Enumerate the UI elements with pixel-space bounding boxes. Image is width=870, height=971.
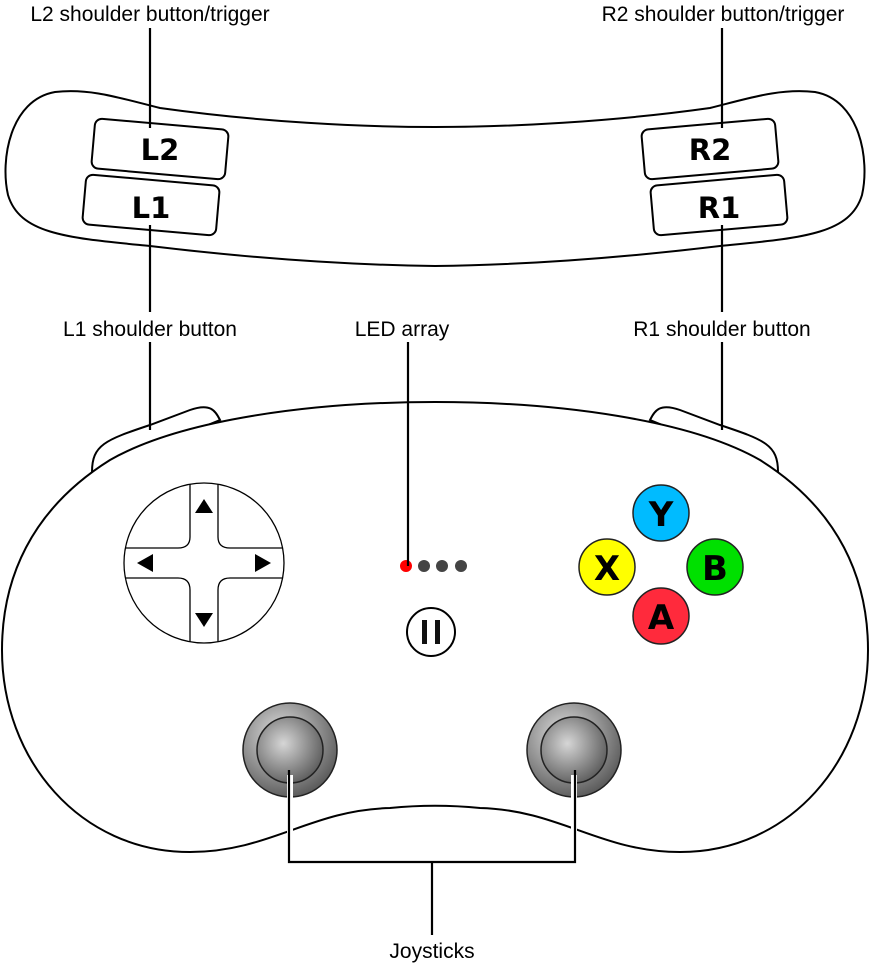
l2-button[interactable]: L2 bbox=[90, 117, 230, 181]
r2-button[interactable]: R2 bbox=[640, 117, 780, 181]
left-joystick[interactable] bbox=[242, 702, 338, 798]
led-3 bbox=[436, 560, 448, 572]
led-2 bbox=[418, 560, 430, 572]
b-label: B bbox=[702, 549, 728, 589]
face-buttons: Y X B A bbox=[578, 484, 744, 645]
a-label: A bbox=[648, 598, 675, 638]
pause-icon bbox=[422, 620, 427, 644]
x-label: X bbox=[594, 549, 620, 589]
led-callout: LED array bbox=[355, 318, 450, 341]
dpad-up-icon[interactable] bbox=[195, 499, 213, 513]
l2-label: L2 bbox=[141, 133, 180, 167]
top-view: L2 L1 R2 R1 bbox=[4, 90, 866, 268]
dpad-ring bbox=[123, 482, 285, 644]
y-label: Y bbox=[648, 495, 674, 535]
dpad-right-icon[interactable] bbox=[255, 554, 271, 572]
r2-label: R2 bbox=[689, 133, 732, 167]
a-button[interactable]: A bbox=[632, 587, 690, 645]
callouts: L2 shoulder button/trigger R2 shoulder b… bbox=[30, 3, 844, 963]
r1-label: R1 bbox=[698, 191, 741, 225]
joysticks-callout: Joysticks bbox=[389, 940, 474, 963]
led-4 bbox=[455, 560, 467, 572]
dpad-down-icon[interactable] bbox=[195, 613, 213, 627]
x-button[interactable]: X bbox=[578, 538, 636, 596]
dpad-cross bbox=[125, 484, 283, 642]
l2-callout: L2 shoulder button/trigger bbox=[30, 3, 269, 26]
dpad bbox=[123, 482, 285, 644]
r2-callout: R2 shoulder button/trigger bbox=[602, 3, 845, 26]
dpad-left-icon[interactable] bbox=[137, 554, 153, 572]
leader-lines bbox=[148, 28, 724, 935]
b-button[interactable]: B bbox=[686, 538, 744, 596]
led-array bbox=[400, 560, 467, 572]
r1-callout: R1 shoulder button bbox=[633, 318, 810, 341]
l1-button[interactable]: L1 bbox=[81, 173, 221, 237]
pause-button[interactable] bbox=[406, 607, 456, 657]
led-1 bbox=[400, 560, 412, 572]
front-view: Y X B A bbox=[0, 400, 870, 854]
r1-button[interactable]: R1 bbox=[649, 173, 789, 237]
right-joystick[interactable] bbox=[526, 702, 622, 798]
l1-label: L1 bbox=[132, 191, 171, 225]
y-button[interactable]: Y bbox=[632, 484, 690, 542]
l1-callout: L1 shoulder button bbox=[63, 318, 237, 341]
